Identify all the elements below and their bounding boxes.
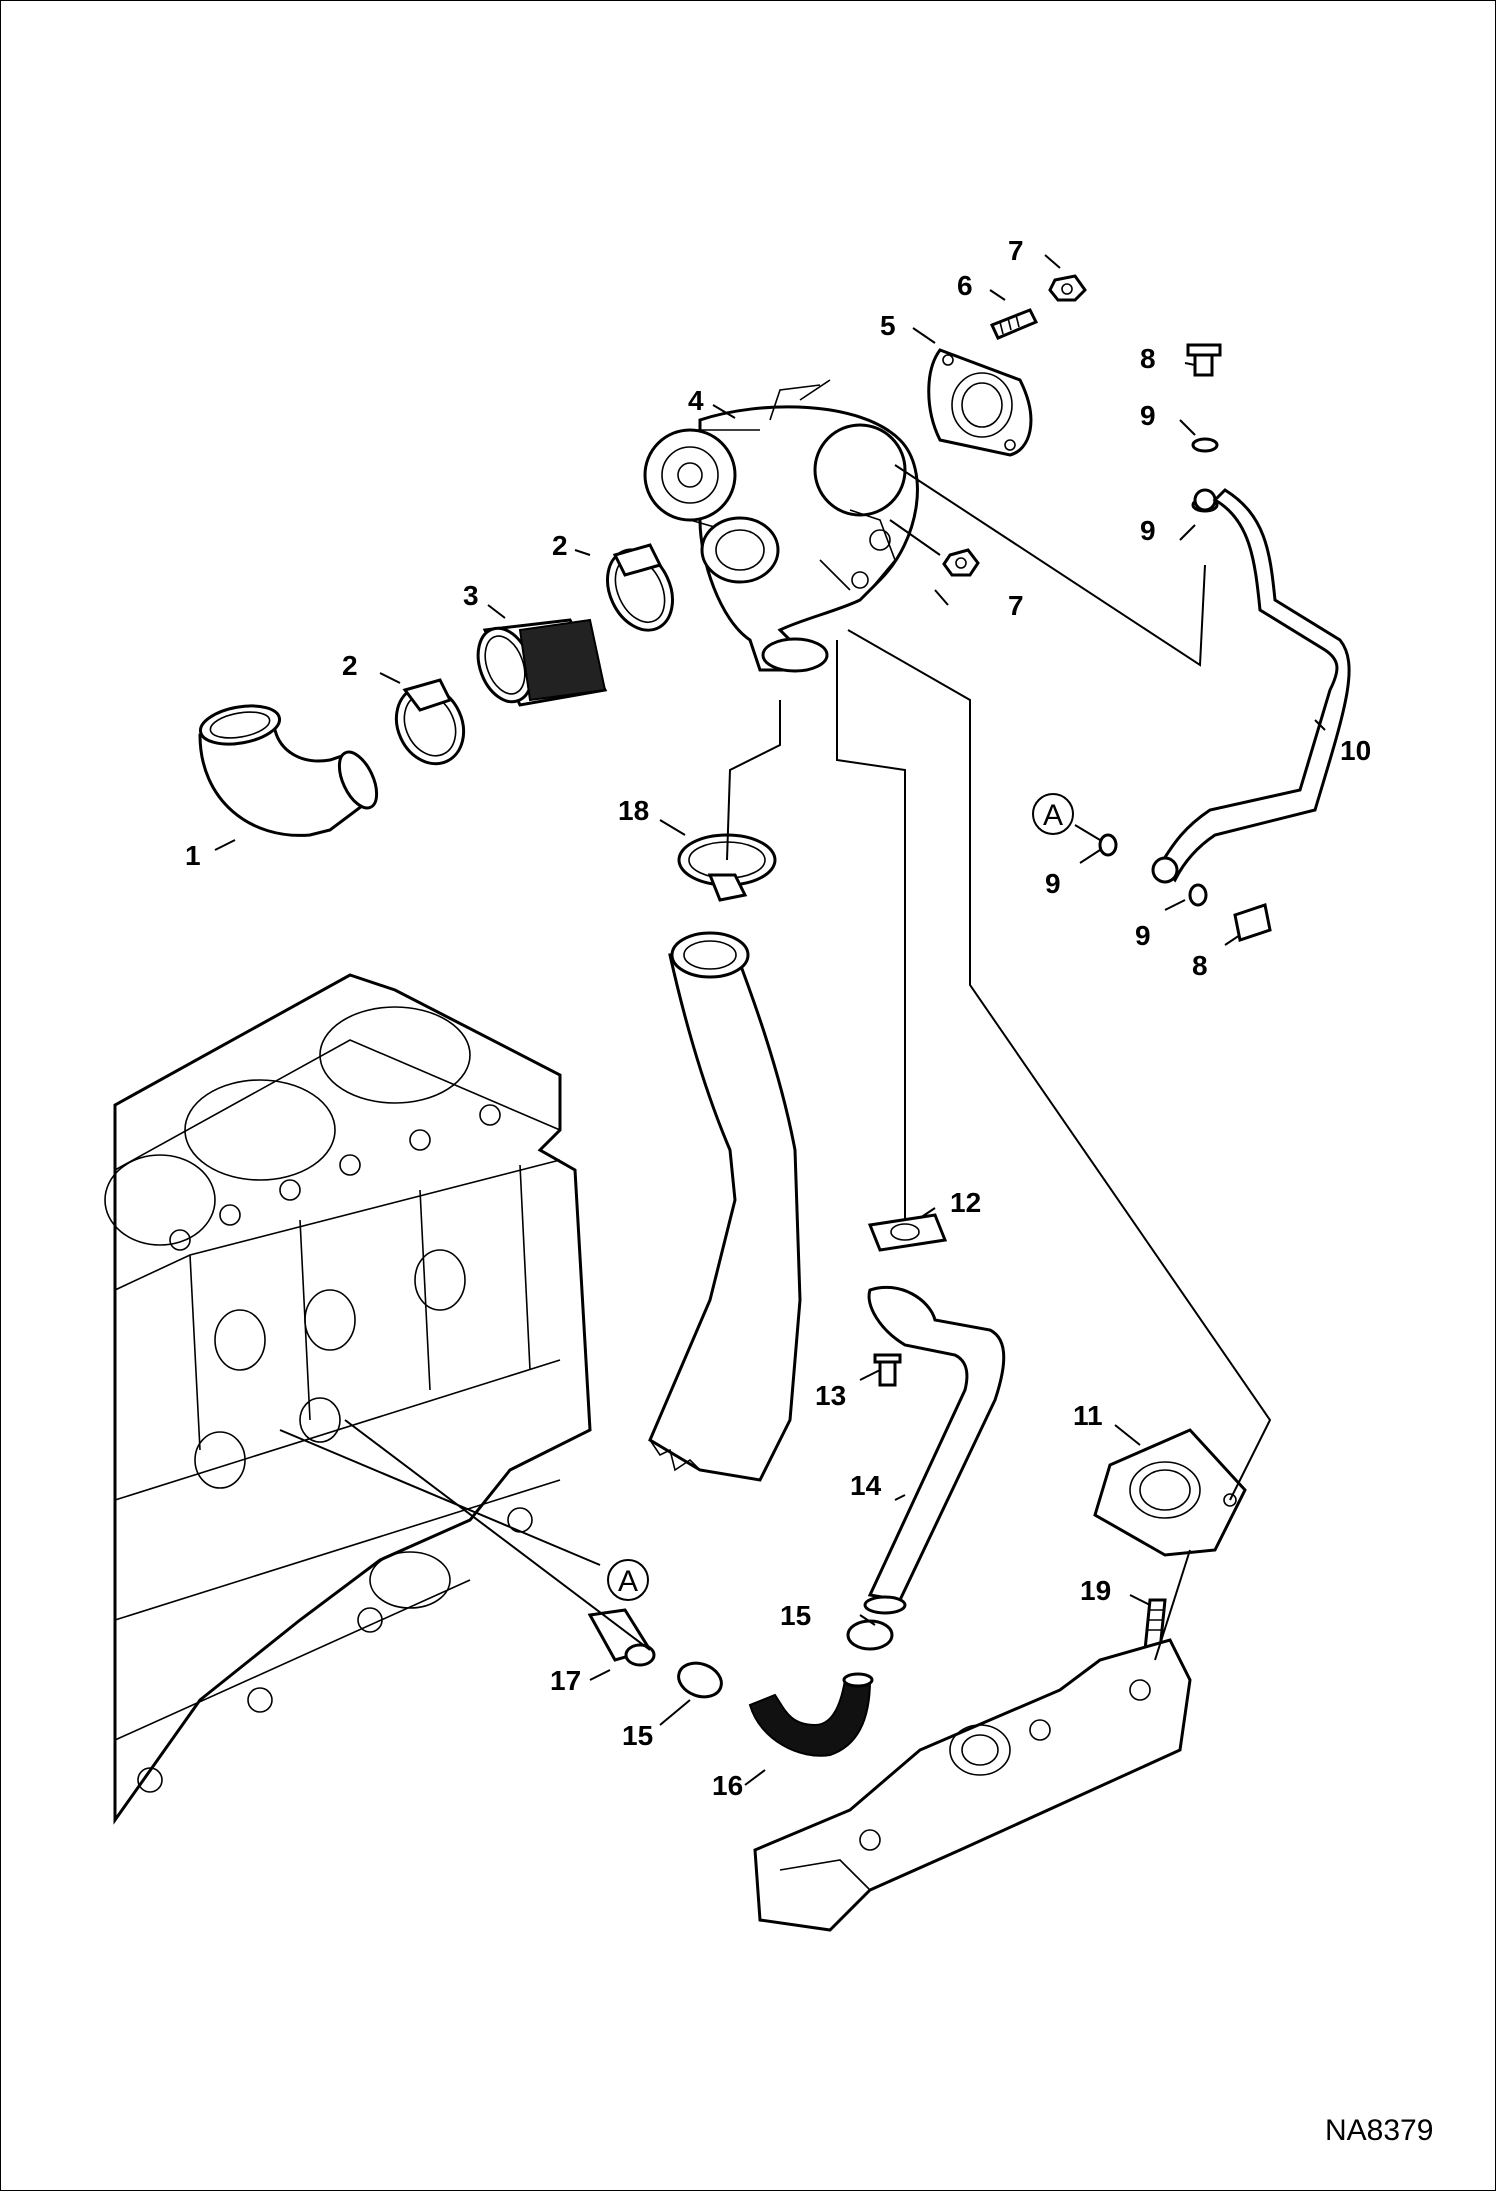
oil-feed-line: [1098, 343, 1351, 942]
callout-9-a: 9: [1140, 400, 1156, 431]
leader-lines: [214, 254, 1326, 1786]
callout-8-top: 8: [1140, 343, 1156, 374]
callout-3: 3: [463, 580, 479, 611]
reference-a-right-label: A: [1043, 799, 1063, 832]
reference-marker-a-left: A: [607, 1559, 649, 1601]
callout-14: 14: [850, 1470, 882, 1501]
intake-hose: [476, 618, 608, 707]
water-hose: [648, 931, 802, 1482]
turbocharger: [643, 379, 919, 673]
callout-12: 12: [950, 1187, 981, 1218]
callout-7-bottom: 7: [1008, 590, 1024, 621]
callout-4: 4: [688, 385, 704, 416]
callout-10: 10: [1340, 735, 1371, 766]
reference-a-left-label: A: [618, 1565, 638, 1598]
callout-15-upper: 15: [780, 1600, 811, 1631]
callout-2-upper: 2: [552, 530, 568, 561]
block-fitting: [587, 1608, 656, 1667]
callout-9-d: 9: [1135, 920, 1151, 951]
stud-and-nuts: [942, 274, 1087, 577]
callout-1: 1: [185, 840, 201, 871]
callout-5: 5: [880, 310, 896, 341]
callout-2-lower: 2: [342, 650, 358, 681]
hose-clamp-upper: [606, 543, 674, 632]
hose-clamp-lower: [394, 678, 466, 766]
engine-block: [104, 973, 592, 1825]
drain-hose-clamps: [677, 1619, 894, 1699]
callout-labels: 1 2 2 3 4 5 6 7 7 8 8 9 9 9 9 10 11 12 1…: [185, 235, 1371, 1801]
intake-elbow: [198, 704, 379, 837]
callout-9-b: 9: [1140, 515, 1156, 546]
callout-9-c: 9: [1045, 868, 1061, 899]
callout-6: 6: [957, 270, 973, 301]
exhaust-manifold: [753, 1638, 1192, 1932]
callout-19: 19: [1080, 1575, 1111, 1606]
reference-marker-a-right: A: [1032, 793, 1101, 841]
callout-11: 11: [1073, 1400, 1103, 1431]
drain-hose: [748, 1672, 874, 1757]
drawing-code: NA8379: [1325, 2114, 1433, 2147]
exhaust-gasket: [927, 348, 1033, 457]
callout-18: 18: [618, 795, 649, 826]
manifold-gasket: [1093, 1428, 1247, 1557]
callout-13: 13: [815, 1380, 846, 1411]
oil-drain-assembly: [863, 1213, 1006, 1615]
callout-15-lower: 15: [622, 1720, 653, 1751]
callout-17: 17: [550, 1665, 581, 1696]
callout-8-bottom: 8: [1192, 950, 1208, 981]
callout-7-top: 7: [1008, 235, 1024, 266]
callout-16: 16: [712, 1770, 743, 1801]
